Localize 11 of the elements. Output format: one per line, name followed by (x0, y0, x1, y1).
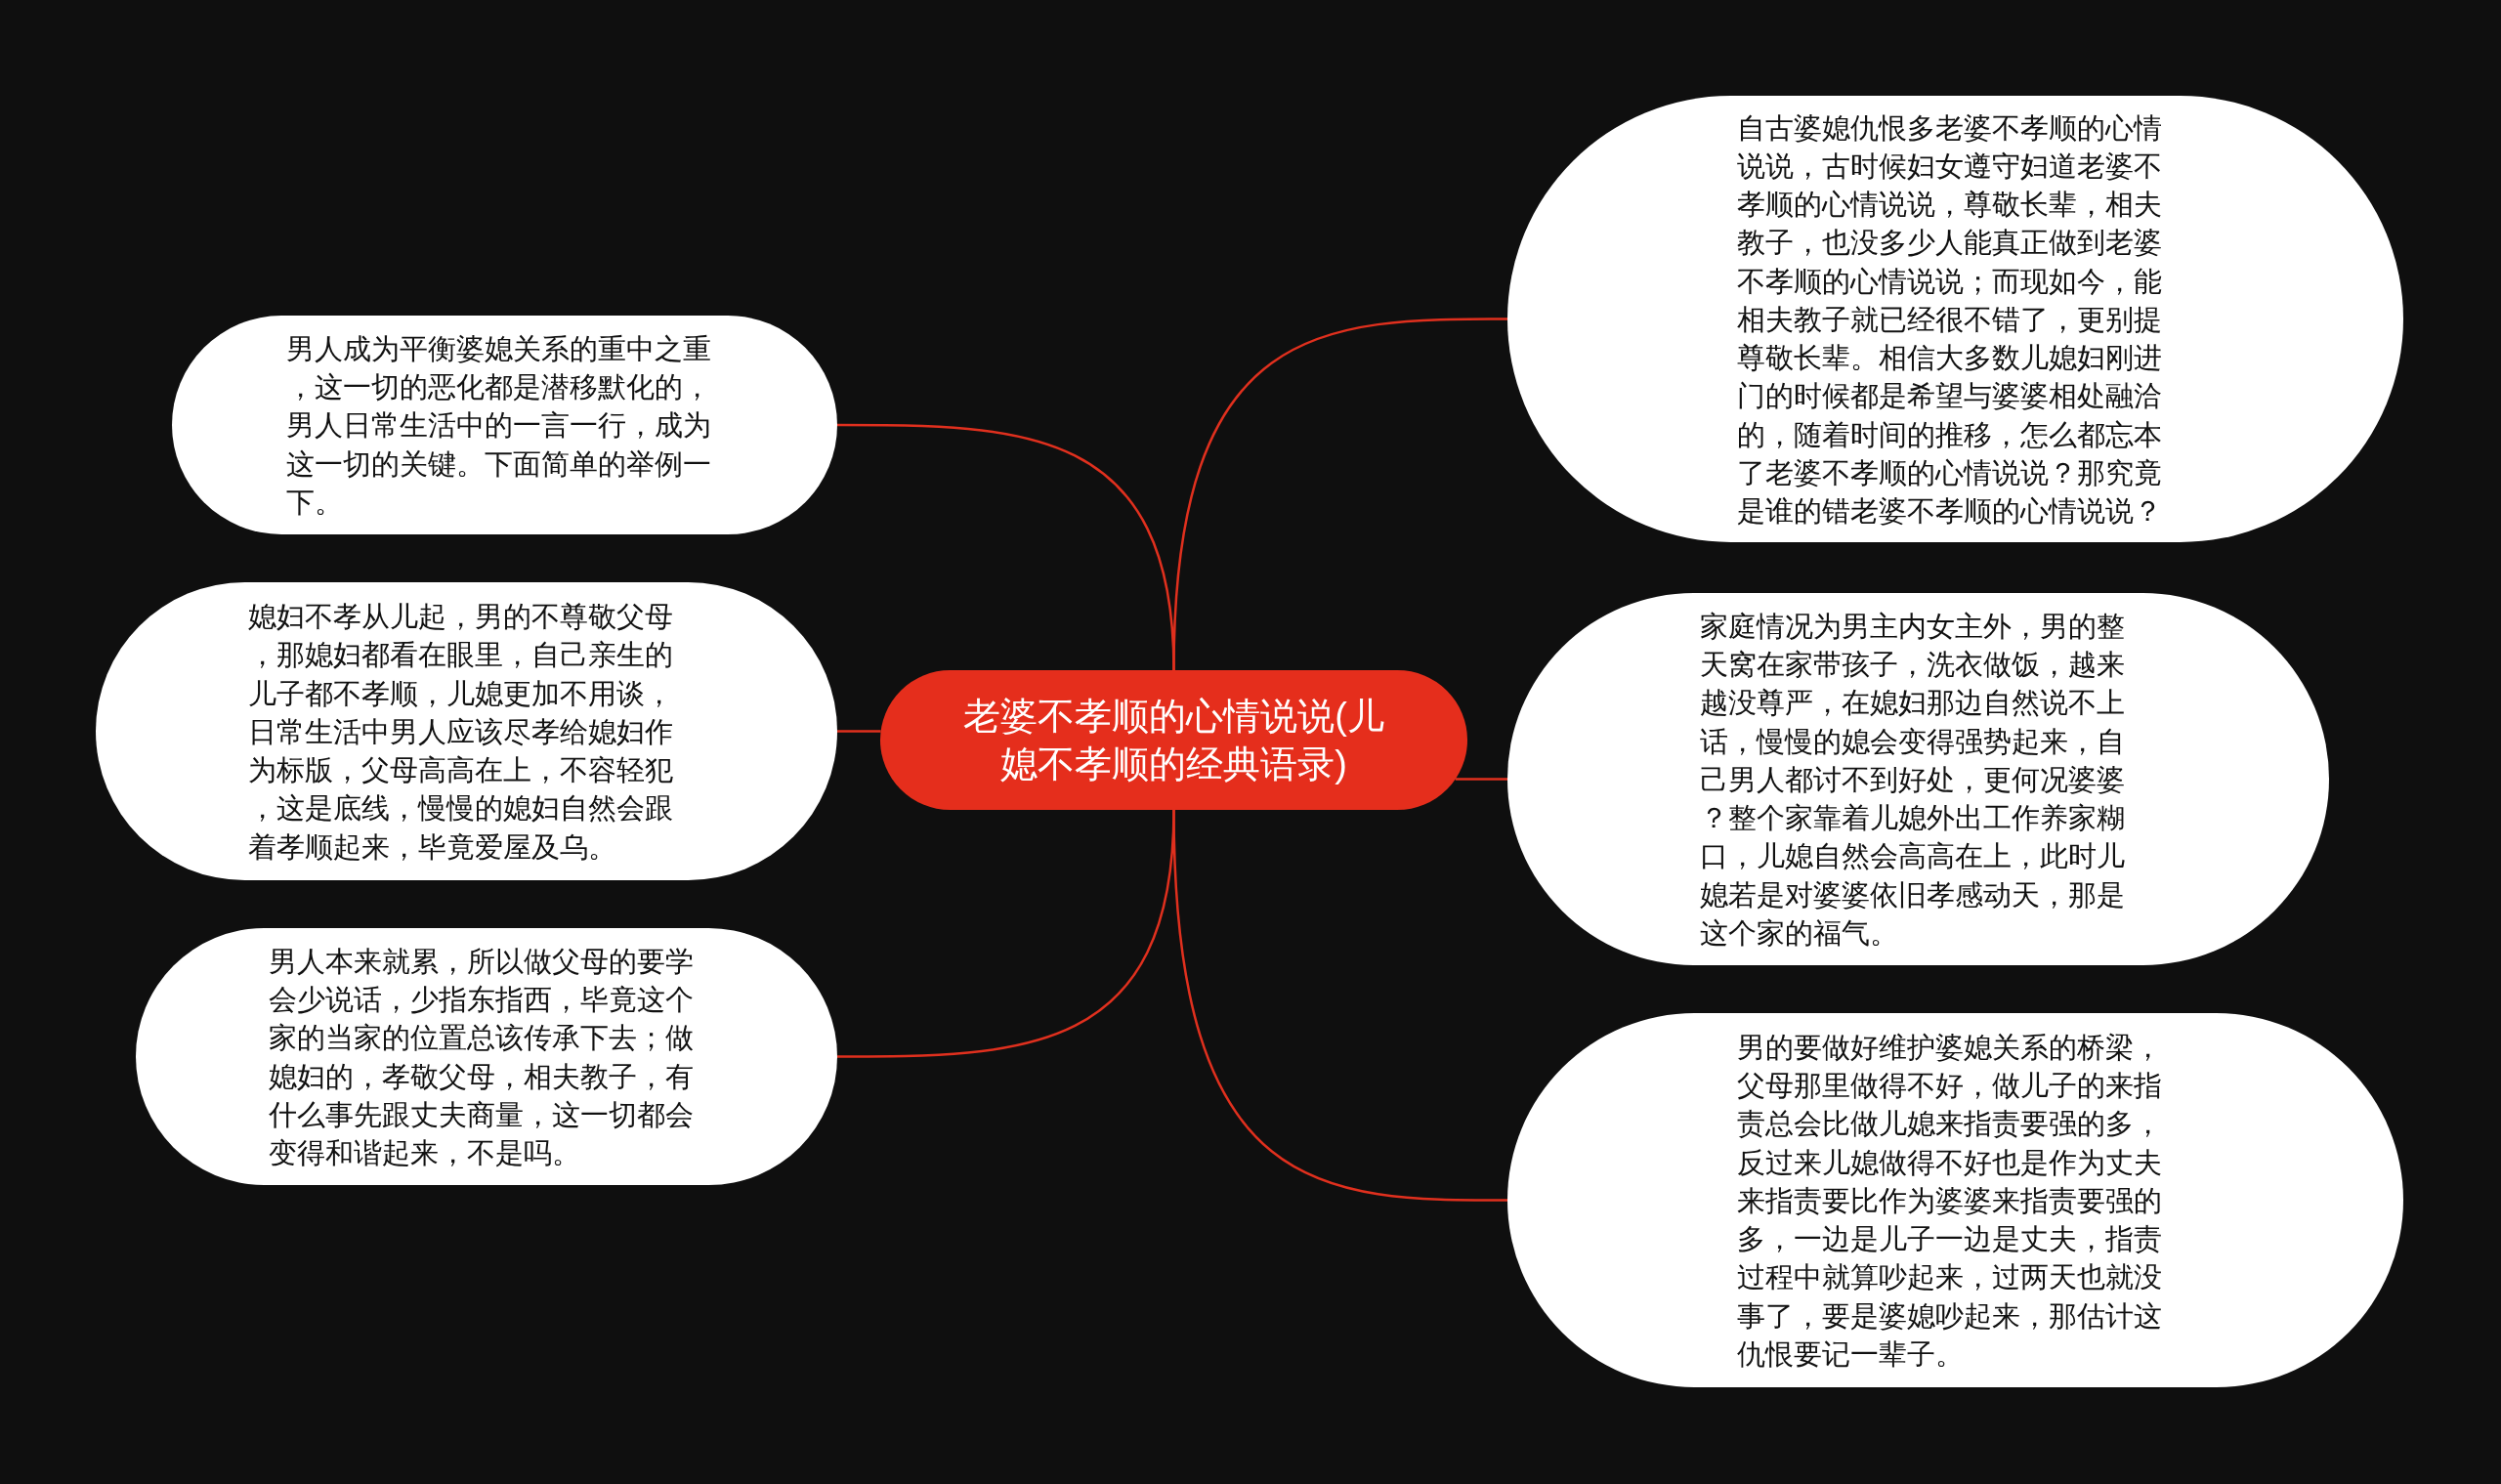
topic-text: 男人成为平衡婆媳关系的重中之重，这一切的恶化都是潜移默化的，男人日常生活中的一言一行，成为这一切的关键。下面简单的举例一下。 (286, 331, 713, 520)
topic-text: 媳妇不孝从儿起，男的不尊敬父母，那媳妇都看在眼里，自己亲生的儿子都不孝顺，儿媳更加不用谈，日常生活中男人应该尽孝给媳妇作为标版，父母高高在上，不容轻犯，这是底线，慢慢的媳妇自然会跟着孝顺起来，毕竟爱屋及乌。 (248, 599, 675, 865)
central-topic-text: 老婆不孝顺的心情说说(儿媳不孝顺的经典语录) (962, 694, 1385, 786)
connector-line (837, 730, 881, 733)
topic-text: 家庭情况为男主内女主外，男的整天窝在家带孩子，洗衣做饭，越来越没尊严，在媳妇那边自然说不上话，慢慢的媳会变得强势起来，自己男人都讨不到好处，更何况婆婆？整个家靠着儿媳外出工作养家糊口，儿媳自然会高高在上，此时儿媳若是对婆婆依旧孝感动天，那是这个家的福气。 (1700, 609, 2127, 951)
topic-text: 男人本来就累，所以做父母的要学会少说话，少指东指西，毕竟这个家的当家的位置总该传承下去；做媳妇的，孝敬父母，相夫教子，有什么事先跟丈夫商量，这一切都会变得和谐起来，不是吗。 (268, 943, 695, 1170)
connector-line (1172, 809, 1507, 1202)
topic-text: 男的要做好维护婆媳关系的桥梁，父母那里做得不好，做儿子的来指责总会比做儿媳来指责要强的多，反过来儿媳做得不好也是作为丈夫来指责要比作为婆婆来指责要强的多，一边是儿子一边是丈夫，指责过程中就算吵起来，过两天也就没事了，要是婆媳吵起来，那估计这仇恨要记一辈子。 (1737, 1030, 2164, 1372)
topic-text: 自古婆媳仇恨多老婆不孝顺的心情说说，古时候妇女遵守妇道老婆不孝顺的心情说说，尊敬长辈，相夫教子，也没多少人能真正做到老婆不孝顺的心情说说；而现如今，能相夫教子就已经很不错了，更别提尊敬长辈。相信大多数儿媳妇刚进门的时候都是希望与婆婆相处融洽的，随着时间的推移，怎么都忘本了老婆不孝顺的心情说说？那究竟是谁的错老婆不孝顺的心情说说？ (1737, 109, 2164, 529)
connector-line (1172, 318, 1507, 671)
connector-line (1455, 778, 1507, 781)
